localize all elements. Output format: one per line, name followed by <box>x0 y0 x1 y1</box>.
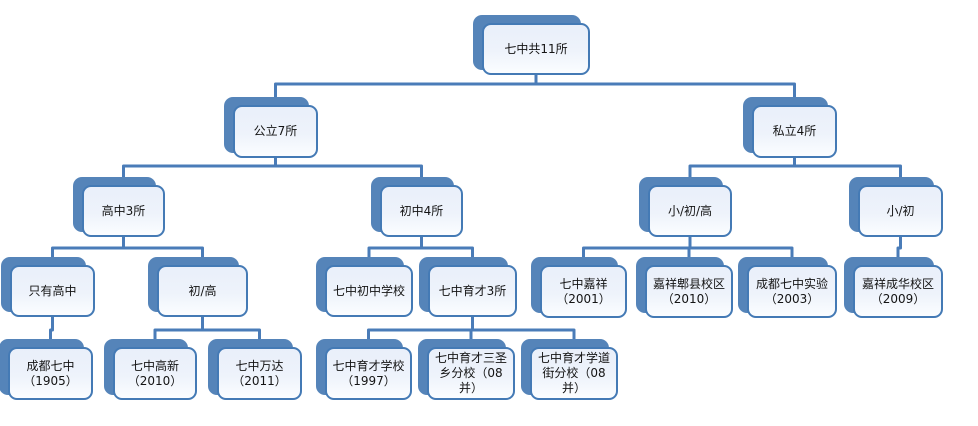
node-label: 嘉祥成华校区 （2009） <box>861 276 934 306</box>
org-node-yucai3[interactable]: 七中育才3所 <box>419 257 517 317</box>
node-label: 七中育才三圣 乡分校（08并） <box>434 351 507 395</box>
connector-public <box>122 157 423 180</box>
org-node-chenghua[interactable]: 嘉祥成华校区 （2009） <box>844 257 943 318</box>
node-box[interactable]: 七中万达 （2011） <box>217 347 302 400</box>
node-box[interactable]: 高中3所 <box>82 185 165 237</box>
connector-gaozhong3 <box>51 236 204 260</box>
connector-xiaochu <box>896 236 902 260</box>
node-label: 七中育才3所 <box>438 283 507 298</box>
node-box[interactable]: 初/高 <box>157 265 248 317</box>
node-box[interactable]: 七中初中学校 <box>325 265 413 317</box>
node-label: 初中4所 <box>399 203 444 218</box>
node-label: 高中3所 <box>101 203 146 218</box>
node-box[interactable]: 嘉祥郫县校区 （2010） <box>645 265 733 318</box>
node-box[interactable]: 公立7所 <box>233 105 318 158</box>
node-label: 七中高新 （2010） <box>127 358 183 388</box>
connector-chugao <box>153 316 261 342</box>
node-box[interactable]: 七中育才学道 街分校（08并） <box>530 347 618 400</box>
node-box[interactable]: 七中共11所 <box>482 23 590 75</box>
node-label: 小/初 <box>886 203 915 218</box>
org-node-xiaochu[interactable]: 小/初 <box>849 177 943 237</box>
node-label: 小/初/高 <box>667 203 713 218</box>
org-node-xuedao[interactable]: 七中育才学道 街分校（08并） <box>521 339 618 400</box>
org-node-public[interactable]: 公立7所 <box>224 97 318 158</box>
node-label: 七中嘉祥 （2001） <box>556 276 611 306</box>
node-box[interactable]: 嘉祥成华校区 （2009） <box>853 265 943 318</box>
org-node-zhiyougz[interactable]: 只有高中 <box>1 257 95 317</box>
node-box[interactable]: 七中育才3所 <box>428 265 517 317</box>
node-label: 初/高 <box>188 283 217 298</box>
org-node-private[interactable]: 私立4所 <box>743 97 837 158</box>
org-node-gaoxin[interactable]: 七中高新 （2010） <box>104 339 197 400</box>
org-node-xiaochugao[interactable]: 小/初/高 <box>639 177 732 237</box>
node-box[interactable]: 七中育才三圣 乡分校（08并） <box>427 347 515 400</box>
node-box[interactable]: 小/初 <box>858 185 943 237</box>
node-label: 七中共11所 <box>504 41 568 56</box>
node-label: 私立4所 <box>772 124 817 138</box>
node-label: 七中育才学道 街分校（08并） <box>537 351 610 395</box>
org-node-chugao[interactable]: 初/高 <box>148 257 248 317</box>
org-node-wanda[interactable]: 七中万达 （2011） <box>208 339 302 400</box>
node-box[interactable]: 七中育才学校 （1997） <box>325 347 412 400</box>
node-box[interactable]: 成都七中实验 （2003） <box>747 265 837 318</box>
org-node-sansheng[interactable]: 七中育才三圣 乡分校（08并） <box>418 339 515 400</box>
connector-zhiyougz <box>49 316 54 342</box>
node-box[interactable]: 只有高中 <box>10 265 95 317</box>
org-node-chuzhong4[interactable]: 初中4所 <box>371 177 463 237</box>
node-label: 公立7所 <box>253 124 298 138</box>
node-box[interactable]: 成都七中 （1905） <box>8 347 93 400</box>
org-node-yucaixx[interactable]: 七中育才学校 （1997） <box>316 339 412 400</box>
connector-chuzhong4 <box>367 236 474 260</box>
connector-root <box>274 74 796 100</box>
node-label: 七中育才学校 （1997） <box>332 358 405 388</box>
org-node-pixian[interactable]: 嘉祥郫县校区 （2010） <box>636 257 733 318</box>
node-label: 成都七中实验 （2003） <box>755 276 828 306</box>
node-label: 七中万达 （2011） <box>232 358 287 388</box>
org-node-jiaxiang[interactable]: 七中嘉祥 （2001） <box>531 257 627 318</box>
node-label: 嘉祥郫县校区 （2010） <box>652 276 725 306</box>
node-box[interactable]: 初中4所 <box>380 185 463 237</box>
node-box[interactable]: 小/初/高 <box>648 185 732 237</box>
node-box[interactable]: 七中高新 （2010） <box>113 347 197 400</box>
org-node-shiyan[interactable]: 成都七中实验 （2003） <box>738 257 837 318</box>
node-label: 成都七中 （1905） <box>23 358 78 388</box>
node-box[interactable]: 七中嘉祥 （2001） <box>540 265 627 318</box>
node-label: 只有高中 <box>28 283 77 298</box>
org-node-cdqz[interactable]: 成都七中 （1905） <box>0 339 93 400</box>
org-node-root[interactable]: 七中共11所 <box>473 15 590 75</box>
node-box[interactable]: 私立4所 <box>752 105 837 158</box>
org-node-qzchuzhong[interactable]: 七中初中学校 <box>316 257 413 317</box>
node-label: 七中初中学校 <box>332 283 405 298</box>
connector-private <box>688 157 902 180</box>
org-node-gaozhong3[interactable]: 高中3所 <box>73 177 165 237</box>
